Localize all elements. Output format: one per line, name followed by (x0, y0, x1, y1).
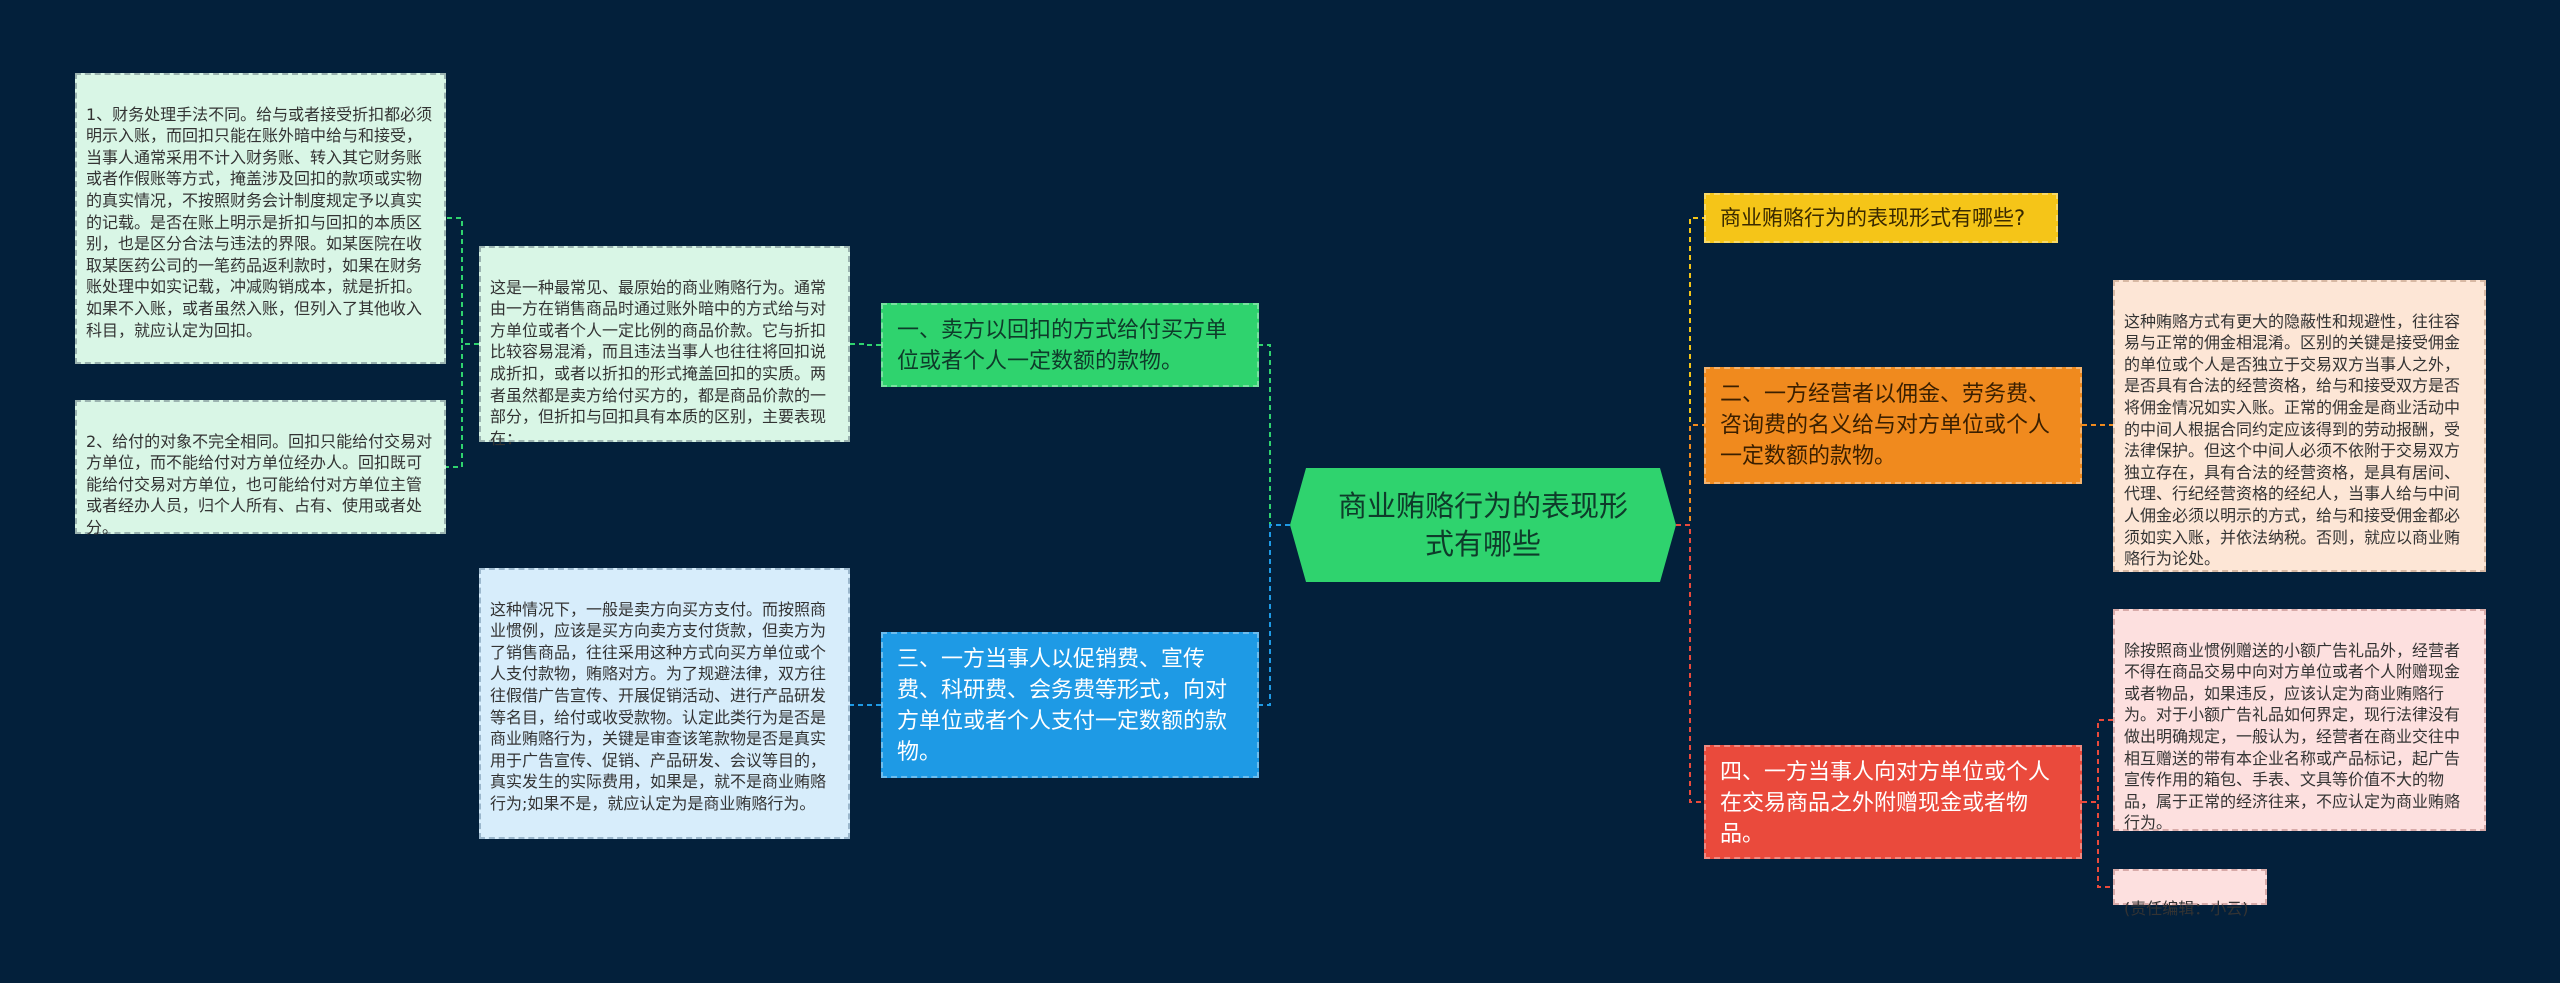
link-b5-l7 (2082, 801, 2113, 888)
leaf-rebate-description[interactable]: 这是一种最常见、最原始的商业贿赂行为。通常由一方在销售商品时通过账外暗中的方式给… (479, 246, 850, 448)
branch-question-label: 商业贿赂行为的表现形式有哪些? (1720, 206, 2026, 230)
leaf-promotion-description[interactable]: 这种情况下，一般是卖方向买方支付。而按照商业惯例，应该是买方向卖方支付货款，但卖… (479, 568, 850, 839)
branch-gifts-label: 四、一方当事人向对方单位或个人在交易商品之外附赠现金或者物品。 (1720, 760, 2051, 847)
central-topic[interactable]: 商业贿赂行为的表现形式有哪些 (1290, 468, 1676, 582)
leaf-editor-credit[interactable]: (责任编辑：小云) (2113, 869, 2267, 918)
link-center-b3 (1676, 217, 1704, 526)
branch-commission-label: 二、一方经营者以佣金、劳务费、咨询费的名义给与对方单位或个人一定数额的款物。 (1720, 382, 2051, 469)
leaf-commission-description[interactable]: 这种贿赂方式有更大的隐蔽性和规避性，往往容易与正常的佣金相混淆。区别的关键是接受… (2113, 280, 2486, 572)
link-b1-l3 (850, 343, 881, 346)
link-b5-l6 (2082, 719, 2113, 803)
leaf-gifts-description[interactable]: 除按照商业惯例赠送的小额广告礼品外，经营者不得在商品交易中向对方单位或者个人附赠… (2113, 609, 2486, 833)
branch-commission[interactable]: 二、一方经营者以佣金、劳务费、咨询费的名义给与对方单位或个人一定数额的款物。 (1704, 367, 2082, 484)
leaf-recipient-difference[interactable]: 2、给付的对象不完全相同。回扣只能给付交易对方单位，而不能给付对方单位经办人。回… (75, 400, 446, 537)
leaf-accounting-difference[interactable]: 1、财务处理手法不同。给与或者接受折扣都必须明示入账，而回扣只能在账外暗中给与和… (75, 73, 446, 364)
branch-rebate-label: 一、卖方以回扣的方式给付买方单位或者个人一定数额的款物。 (897, 318, 1228, 374)
branch-gifts[interactable]: 四、一方当事人向对方单位或个人在交易商品之外附赠现金或者物品。 (1704, 745, 2082, 859)
leaf-gifts-description-text: 除按照商业惯例赠送的小额广告礼品外，经营者不得在商品交易中向对方单位或者个人附赠… (2124, 640, 2461, 833)
branch-rebate[interactable]: 一、卖方以回扣的方式给付买方单位或者个人一定数额的款物。 (881, 303, 1259, 387)
leaf-commission-description-text: 这种贿赂方式有更大的隐蔽性和规避性，往往容易与正常的佣金相混淆。区别的关键是接受… (2124, 311, 2461, 569)
leaf-recipient-difference-text: 2、给付的对象不完全相同。回扣只能给付交易对方单位，而不能给付对方单位经办人。回… (86, 431, 433, 537)
leaf-editor-credit-text: (责任编辑：小云) (2124, 898, 2249, 918)
leaf-accounting-difference-text: 1、财务处理手法不同。给与或者接受折扣都必须明示入账，而回扣只能在账外暗中给与和… (86, 104, 433, 340)
link-center-b5 (1676, 524, 1704, 803)
link-center-b4 (1676, 424, 1704, 526)
link-l3-l1 (446, 217, 479, 345)
link-center-b2 (1259, 524, 1290, 706)
link-l3-l2 (446, 343, 479, 468)
leaf-promotion-description-text: 这种情况下，一般是卖方向买方支付。而按照商业惯例，应该是买方向卖方支付货款，但卖… (490, 599, 827, 813)
branch-promotion-fees-label: 三、一方当事人以促销费、宣传费、科研费、会务费等形式，向对方单位或者个人支付一定… (897, 647, 1228, 765)
central-topic-label: 商业贿赂行为的表现形式有哪些 (1337, 489, 1628, 561)
branch-promotion-fees[interactable]: 三、一方当事人以促销费、宣传费、科研费、会务费等形式，向对方单位或者个人支付一定… (881, 632, 1259, 778)
leaf-rebate-description-text: 这是一种最常见、最原始的商业贿赂行为。通常由一方在销售商品时通过账外暗中的方式给… (490, 277, 827, 448)
branch-question[interactable]: 商业贿赂行为的表现形式有哪些? (1704, 193, 2058, 243)
link-center-b1 (1259, 344, 1290, 526)
